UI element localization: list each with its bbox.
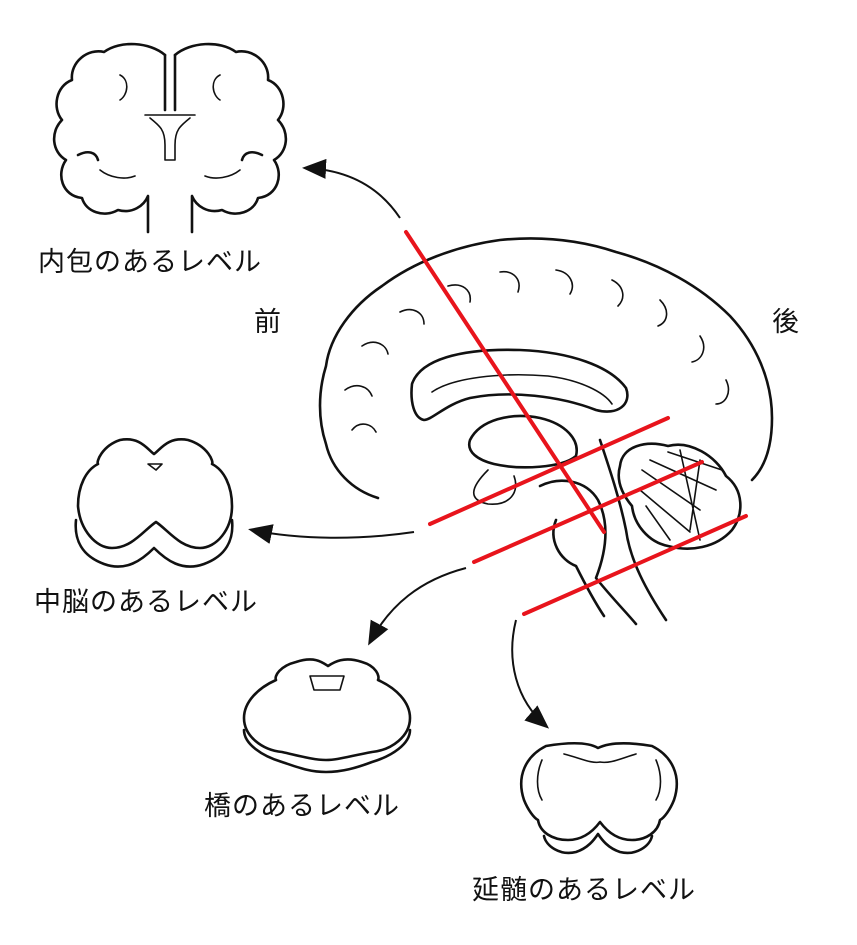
coronal-section-internal-capsule [52, 42, 288, 234]
arrow-to-internal-capsule [302, 158, 401, 219]
label-posterior: 後 [772, 307, 800, 338]
arrow-to-midbrain [248, 524, 415, 544]
cut-line-pons [472, 460, 704, 564]
arrow-to-pons [368, 567, 467, 646]
cut-line-midbrain [428, 416, 670, 526]
label-medulla-level: 延髄のあるレベル [472, 875, 696, 906]
label-anterior: 前 [254, 307, 282, 338]
medulla-section [519, 741, 679, 855]
midbrain-section [74, 437, 234, 568]
label-pons-level: 橋のあるレベル [204, 791, 400, 822]
cut-lines [404, 230, 748, 616]
cut-line-medulla [522, 514, 748, 616]
label-midbrain-level: 中脳のあるレベル [34, 587, 258, 618]
cut-line-internal-capsule [404, 230, 606, 534]
pons-section [242, 658, 412, 774]
arrows [248, 158, 550, 729]
arrow-to-medulla [511, 619, 550, 729]
label-internal-capsule-level: 内包のあるレベル [38, 247, 262, 278]
sagittal-brain [318, 237, 774, 626]
